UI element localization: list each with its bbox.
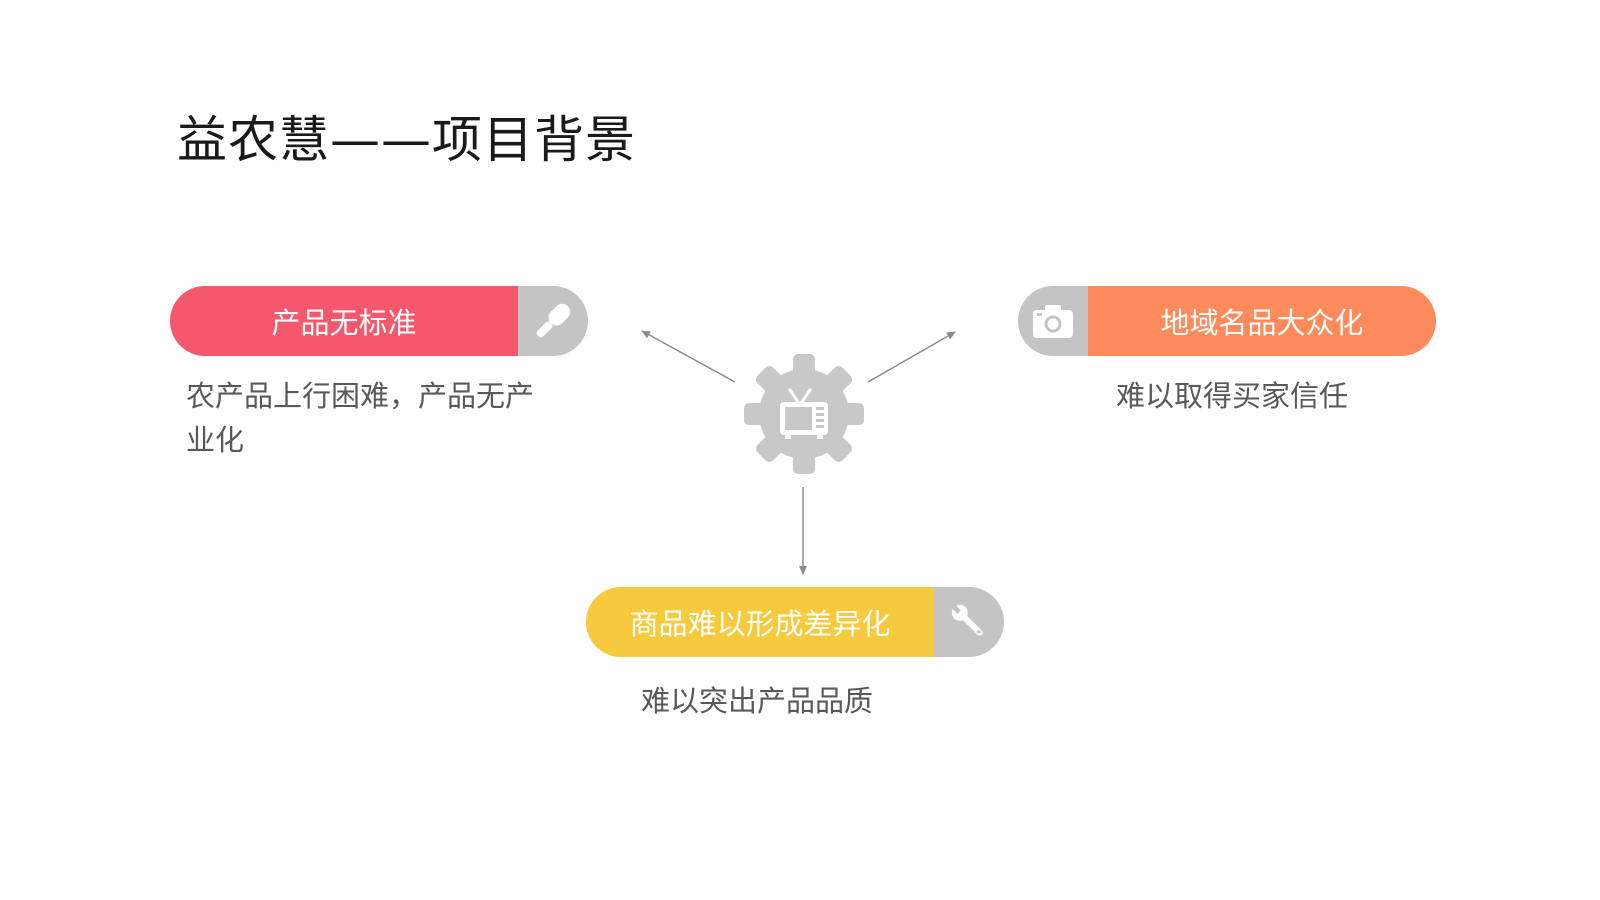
card-label-differentiation: 商品难以形成差异化 xyxy=(586,587,934,657)
page-title: 益农慧——项目背景 xyxy=(177,111,636,169)
description-product-standard: 农产品上行困难，产品无产业化 xyxy=(186,379,535,457)
wrench-icon xyxy=(951,604,983,636)
microphone-icon-box xyxy=(518,286,588,356)
camera-icon-box xyxy=(1018,286,1088,356)
card-regional-brands: 地域名品大众化 xyxy=(1018,286,1436,356)
card-product-standard: 产品无标准 xyxy=(170,286,588,356)
microphone-icon xyxy=(536,303,571,338)
arrow-to-right xyxy=(867,331,956,383)
gear-tv-icon xyxy=(744,354,864,474)
arrow-to-left xyxy=(641,330,736,383)
wrench-icon-box xyxy=(934,587,1004,657)
camera-icon xyxy=(1033,305,1073,338)
card-label-product-standard: 产品无标准 xyxy=(170,286,518,356)
description-regional-brands: 难以取得买家信任 xyxy=(1116,379,1349,413)
card-label-regional-brands: 地域名品大众化 xyxy=(1088,286,1436,356)
description-differentiation: 难以突出产品品质 xyxy=(641,684,874,718)
card-differentiation: 商品难以形成差异化 xyxy=(586,587,1004,657)
